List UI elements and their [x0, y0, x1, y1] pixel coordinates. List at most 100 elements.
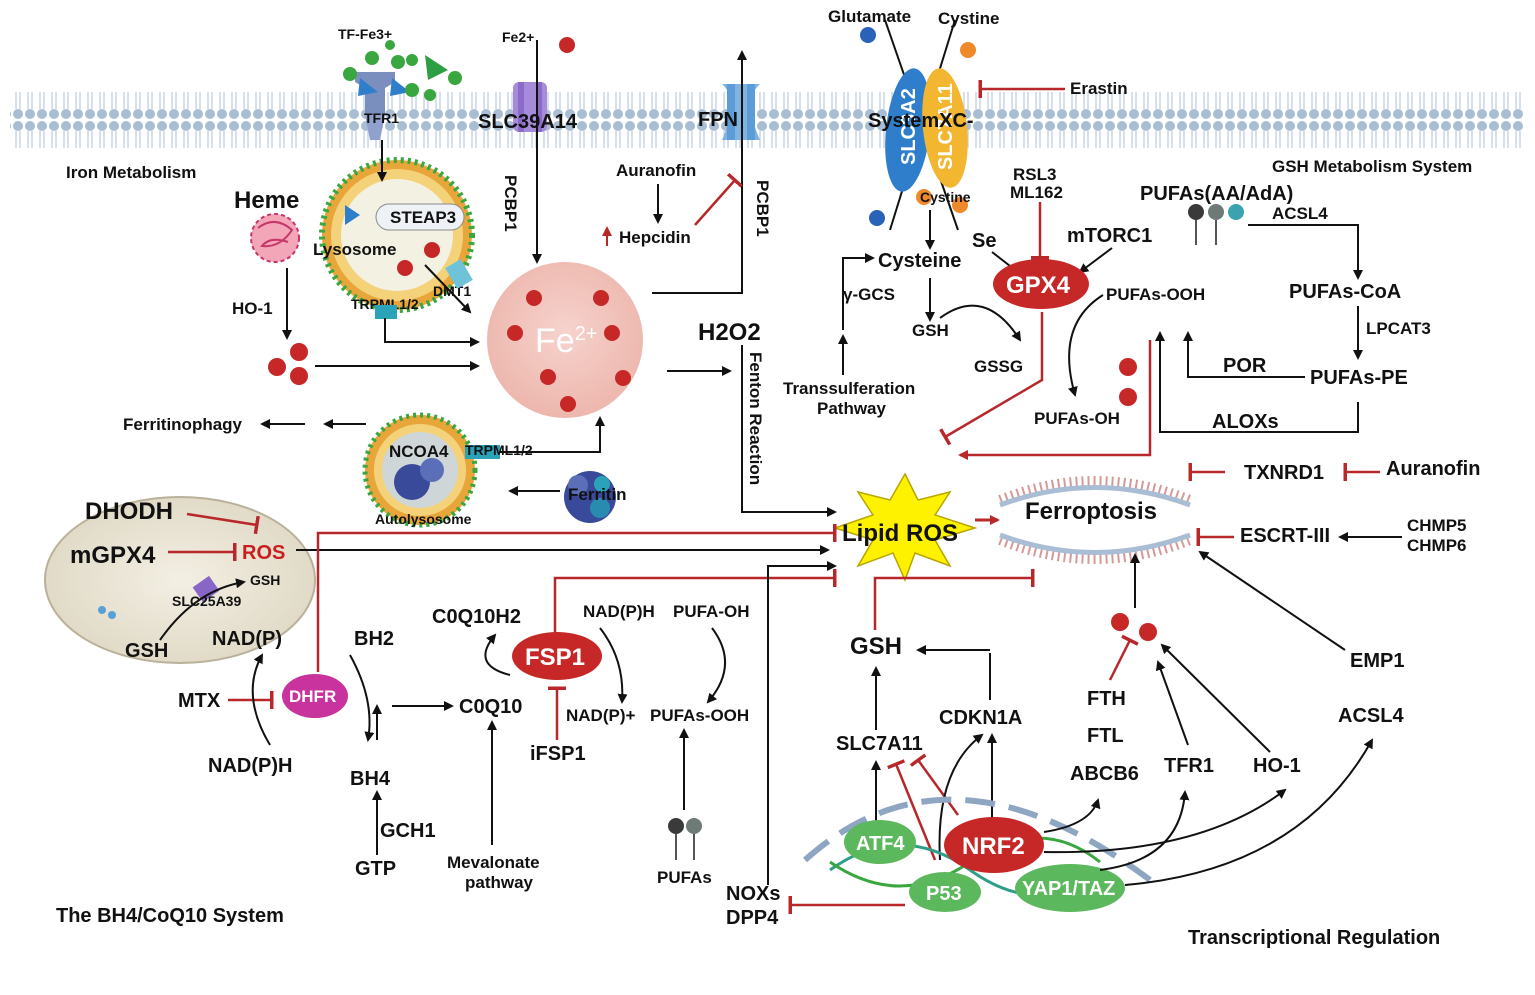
slc3a2-subunit — [885, 68, 931, 192]
transsulfuration-label: Transsulferation — [783, 379, 915, 398]
ncoa4-label: NCOA4 — [389, 442, 449, 461]
txnrd1-label: TXNRD1 — [1244, 462, 1324, 484]
gsh-mito-label: GSH — [250, 572, 280, 588]
tfr1-membrane-label: TFR1 — [364, 110, 399, 126]
cdkn1a-label: CDKN1A — [939, 707, 1022, 729]
gpx4-label: GPX4 — [1006, 272, 1071, 299]
dhfr-label: DHFR — [289, 687, 336, 706]
hepcidin-label: Hepcidin — [619, 228, 691, 247]
transcriptional-regulation-title: Transcriptional Regulation — [1188, 927, 1440, 949]
autolysosome-organelle — [362, 412, 478, 528]
gpx4-enzyme — [993, 259, 1089, 309]
ho1-transcription-label: HO-1 — [1253, 755, 1301, 777]
cysteine-label: Cysteine — [878, 250, 961, 272]
pufas-oh-gpx4-label: PUFAs-OH — [1034, 409, 1120, 428]
acsl4-transcription-label: ACSL4 — [1338, 705, 1404, 727]
fth-label: FTH — [1087, 688, 1126, 710]
gsh-gpx4-label: GSH — [912, 321, 949, 340]
gssg-label: GSSG — [974, 357, 1023, 376]
pcbp1-right-label: PCBP1 — [753, 180, 772, 237]
auranofin-txnrd1-label: Auranofin — [1386, 458, 1480, 480]
nrf2-label: NRF2 — [962, 833, 1025, 860]
ho1-iron-label: HO-1 — [232, 299, 273, 318]
iron-dot-a — [268, 358, 286, 376]
chmp6-label: CHMP6 — [1407, 536, 1467, 555]
cystine-top-label: Cystine — [938, 9, 999, 28]
pufas-coa-label: PUFAs-CoA — [1289, 281, 1401, 303]
pufas-aa-label: PUFAs(AA/AdA) — [1140, 183, 1293, 205]
pufas-bottom-label: PUFAs — [657, 868, 712, 887]
glutamate-molecule-in — [869, 210, 885, 226]
nadp-label: NAD(P) — [212, 628, 282, 650]
acsl4-pathway-label: ACSL4 — [1272, 204, 1328, 223]
systemxc-label: SystemXC- — [868, 110, 974, 132]
mito-dot-b — [108, 611, 116, 619]
auranofin-hepcidin-label: Auranofin — [616, 161, 696, 180]
ferritinophagy-label: Ferritinophagy — [123, 415, 243, 434]
labile-iron-pool-label: Fe2+ — [535, 322, 598, 360]
fe2-top-label: Fe2+ — [502, 29, 534, 45]
nucleus-envelope — [802, 796, 1152, 883]
dmt1-label: DMT1 — [433, 283, 471, 299]
mtx-label: MTX — [178, 690, 221, 712]
bh2-label: BH2 — [354, 628, 394, 650]
slc25a39-transporter — [192, 575, 220, 603]
gch1-label: GCH1 — [380, 820, 436, 842]
heme-label: Heme — [234, 187, 299, 214]
yap-taz-factor — [1015, 864, 1125, 912]
glutamate-label: Glutamate — [828, 7, 911, 26]
coq10h2-label: C0Q10H2 — [432, 606, 521, 628]
lpcat3-label: LPCAT3 — [1366, 319, 1431, 338]
steap3-label: STEAP3 — [390, 208, 456, 227]
erastin-label: Erastin — [1070, 79, 1128, 98]
lipid-ros-label: Lipid ROS — [842, 520, 958, 547]
pufa-phospholipid-icon — [1188, 204, 1244, 245]
por-label: POR — [1223, 355, 1267, 377]
nadph-fsp1-label: NAD(P)H — [583, 602, 655, 621]
pufas-pe-label: PUFAs-PE — [1310, 367, 1408, 389]
cystine-molecule-in — [916, 189, 932, 205]
aloxs-label: ALOXs — [1212, 411, 1279, 433]
p53-factor — [909, 872, 981, 912]
pufas-ooh-fsp1-label: PUFAs-OOH — [650, 706, 749, 725]
emp1-label: EMP1 — [1350, 650, 1404, 672]
ferroptosis-label: Ferroptosis — [1025, 498, 1157, 525]
pufas-lipid-icon — [668, 818, 702, 860]
noxs-label: NOXs — [726, 883, 780, 905]
mito-dot-a — [98, 606, 106, 614]
trpml12-lysosome-label: TRPML1/2 — [351, 296, 419, 312]
glutamate-molecule — [860, 27, 876, 43]
bh4-label: BH4 — [350, 768, 391, 790]
fe2-ions-in-pool — [507, 290, 631, 412]
fenton-reaction-label: Fenton Reaction — [746, 352, 765, 485]
iron-dot-gsh-a — [1119, 358, 1137, 376]
abcb6-label: ABCB6 — [1070, 763, 1139, 785]
transsulfuration-pathway-label: Pathway — [817, 399, 887, 418]
heme-icon — [250, 213, 300, 263]
steap3-badge — [375, 203, 465, 231]
mevalonate-label: Mevalonate — [447, 853, 540, 872]
cystine-molecule-in-b — [952, 197, 968, 213]
mgpx4-label: mGPX4 — [70, 542, 156, 569]
rsl3-label: RSL3 — [1013, 165, 1056, 184]
slc7a11-subunit — [922, 68, 968, 188]
iron-dot-trans-b — [1139, 623, 1157, 641]
slc3a2-label: SLC3A2 — [898, 88, 920, 165]
ggcs-label: γ-GCS — [843, 285, 895, 304]
selenium-label: Se — [972, 230, 996, 252]
fsp1-label: FSP1 — [525, 644, 585, 671]
lysosome-label: Lysosome — [313, 240, 396, 259]
bh4-coq10-system-title: The BH4/CoQ10 System — [56, 905, 284, 927]
transferrin-receptor-icon — [343, 40, 462, 140]
ml162-label: ML162 — [1010, 183, 1063, 202]
coq10-label: C0Q10 — [459, 696, 522, 718]
slc7a11-membrane-label: SLC7A11 — [935, 83, 957, 170]
nrf2-factor — [944, 817, 1044, 873]
tfr1-transcription-label: TFR1 — [1164, 755, 1214, 777]
slc39a14-label: SLC39A14 — [478, 111, 578, 133]
slc7a11-label: SLC7A11 — [836, 733, 923, 755]
tf-fe3-label: TF-Fe3+ — [338, 26, 392, 42]
dhfr-enzyme — [282, 674, 348, 718]
cell-membrane — [10, 88, 1525, 148]
